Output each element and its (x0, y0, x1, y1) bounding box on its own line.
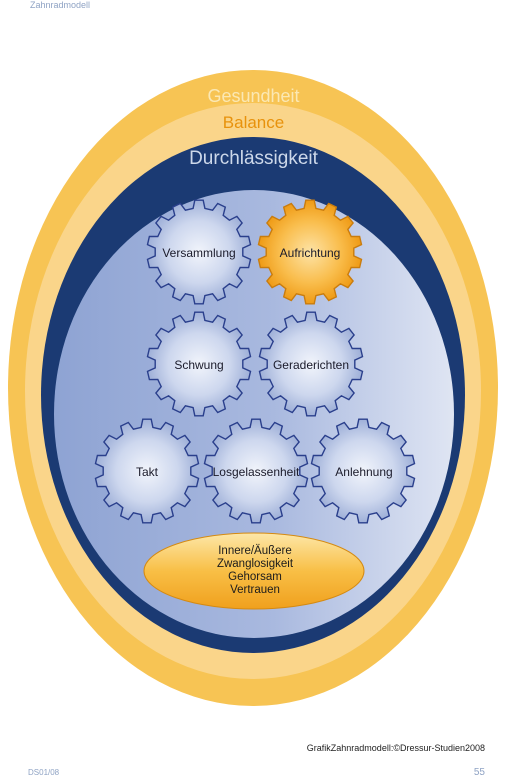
inner-field (54, 190, 454, 638)
image-credit: GrafikZahnradmodell:©Dressur-Studien2008 (306, 743, 485, 753)
footer-page-number: 55 (473, 767, 485, 778)
gear-takt (94, 418, 200, 524)
ring-label-balance: Balance (222, 113, 285, 132)
gear-group (94, 199, 416, 524)
gear-label-takt: Takt (135, 465, 158, 479)
footer-issue: DS01/08 (28, 768, 60, 777)
gear-geraderichten (258, 311, 364, 417)
base-text-line-2: Zwanglosigkeit (216, 558, 294, 570)
gear-losgelassenheit (203, 418, 309, 524)
base-ellipse (143, 532, 365, 610)
gear-anlehnung (310, 418, 416, 524)
gear-label-aufrichtung: Aufrichtung (279, 246, 341, 260)
base-text-line-3: Gehorsam (228, 571, 282, 583)
gear-schwung (146, 311, 252, 417)
gear-label-versammlung: Versammlung (162, 246, 236, 260)
gear-label-schwung: Schwung (174, 358, 224, 372)
base-text-line-4: Vertrauen (230, 584, 280, 596)
gear-aufrichtung (257, 199, 363, 305)
ring-label-gesundheit: Gesundheit (207, 86, 300, 106)
gear-label-geraderichten: Geraderichten (272, 358, 350, 372)
gear-label-anlehnung: Anlehnung (335, 465, 393, 479)
ring-label-durchlaessigkeit: Durchlässigkeit (189, 148, 318, 169)
page-header-title: Zahnradmodell (30, 0, 91, 10)
base-text-line-1: Innere/Äußere (218, 545, 292, 557)
gear-label-losgelassenheit: Losgelassenheit (212, 465, 300, 479)
gear-versammlung (146, 199, 252, 305)
